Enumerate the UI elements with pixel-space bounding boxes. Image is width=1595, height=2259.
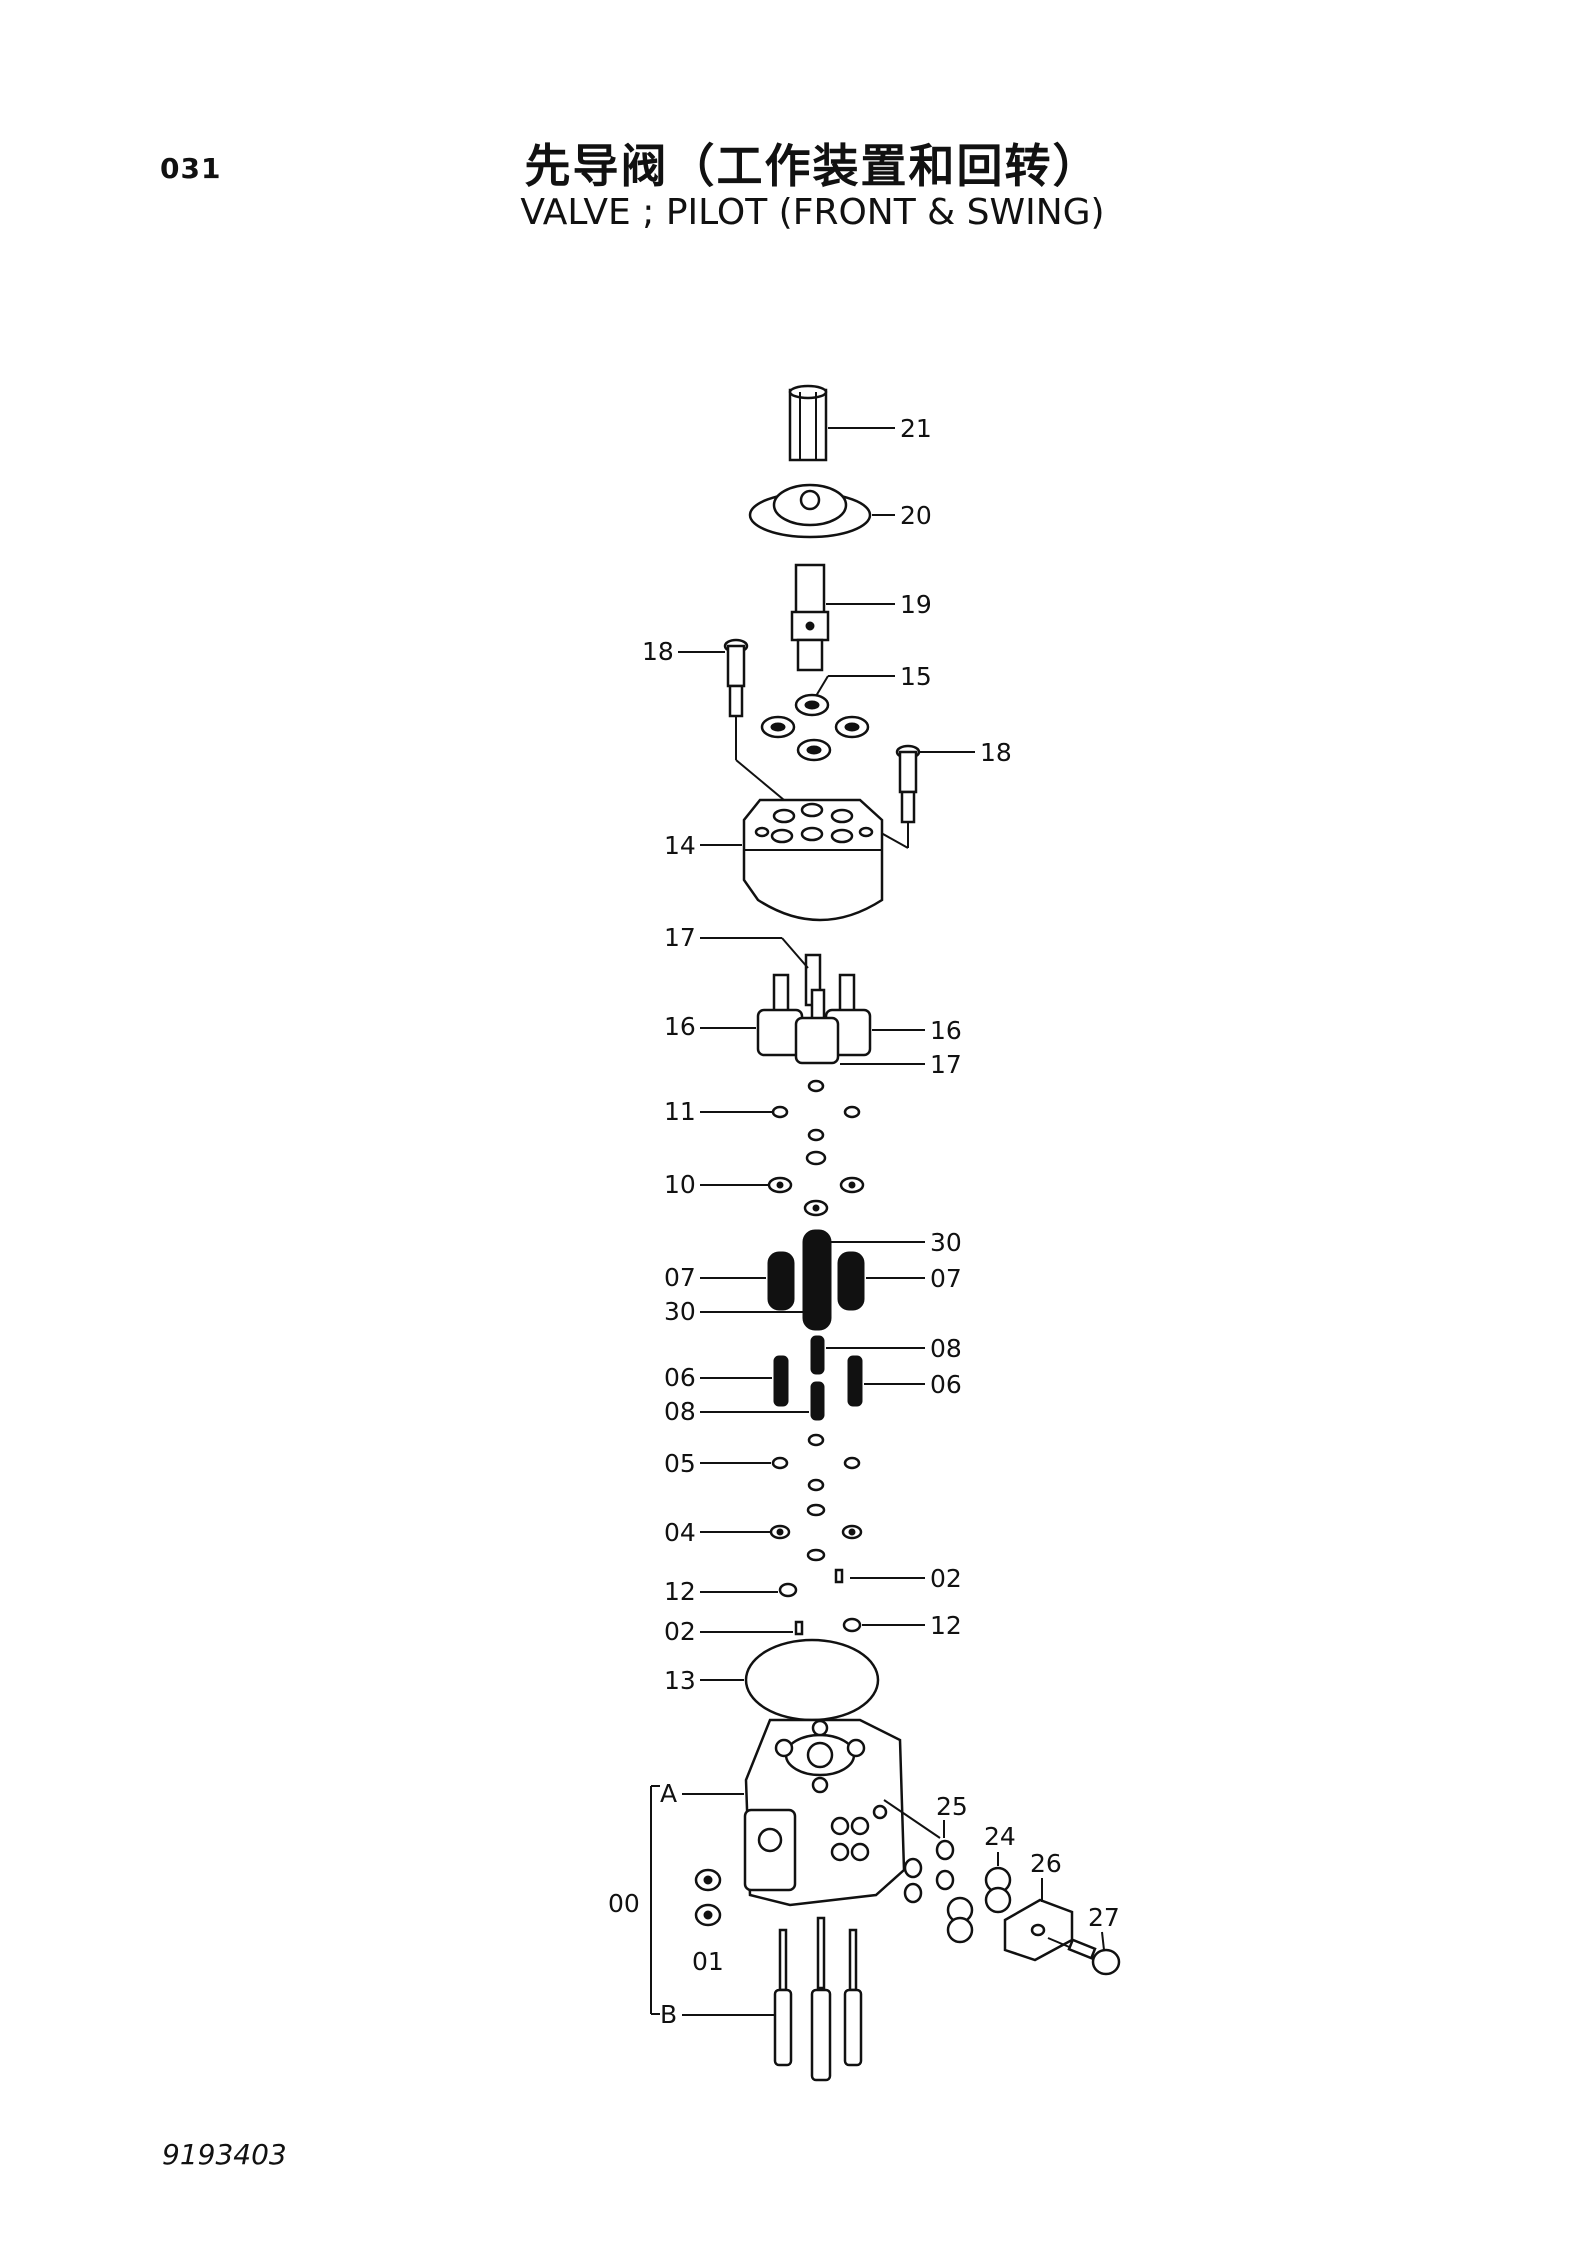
callout-07-left: 07 xyxy=(664,1263,696,1292)
callout-05: 05 xyxy=(664,1449,696,1478)
part-01-plugs xyxy=(694,1868,722,1927)
part-02-pins xyxy=(794,1568,844,1636)
callout-26: 26 xyxy=(1030,1849,1062,1878)
callout-02-right: 02 xyxy=(930,1564,962,1593)
callout-25: 25 xyxy=(936,1792,968,1821)
callout-27: 27 xyxy=(1088,1903,1120,1932)
callout-18-right: 18 xyxy=(980,738,1012,767)
callout-B: B xyxy=(660,2000,677,2029)
callout-06-left: 06 xyxy=(664,1363,696,1392)
part-10-spring-seats xyxy=(767,1150,865,1217)
callout-11: 11 xyxy=(664,1097,696,1126)
part-19-universal-joint xyxy=(790,563,830,672)
part-00-valve-body xyxy=(743,1718,906,1907)
document-code: 9193403 xyxy=(162,2138,287,2171)
part-05-washers xyxy=(771,1433,861,1492)
callout-14: 14 xyxy=(664,831,696,860)
part-20-boot xyxy=(748,483,872,539)
part-12-orings xyxy=(778,1582,862,1633)
part-14-casing xyxy=(742,798,884,922)
page-number: 031 xyxy=(160,152,222,185)
callout-06-right: 06 xyxy=(930,1370,962,1399)
part-26-plate xyxy=(1003,1898,1074,1962)
callout-21: 21 xyxy=(900,414,932,443)
callout-08-left: 08 xyxy=(664,1397,696,1426)
part-13-gasket xyxy=(744,1638,880,1722)
callout-17-top: 17 xyxy=(664,923,696,952)
callout-08-right: 08 xyxy=(930,1334,962,1363)
part-04-washers xyxy=(769,1503,863,1562)
callout-13: 13 xyxy=(664,1666,696,1695)
callout-30-right: 30 xyxy=(930,1228,962,1257)
callout-00: 00 xyxy=(608,1889,640,1918)
callout-16-right: 16 xyxy=(930,1016,962,1045)
part-27-bolt xyxy=(1047,1937,1121,1976)
part-16-17-pushers xyxy=(756,953,872,1065)
callout-24: 24 xyxy=(984,1822,1016,1851)
part-11-washers xyxy=(771,1079,861,1142)
callout-12-left: 12 xyxy=(664,1577,696,1606)
part-18-bolt-left xyxy=(723,638,749,718)
callout-19: 19 xyxy=(900,590,932,619)
part-25-orings xyxy=(903,1839,955,1904)
callout-A: A xyxy=(660,1779,677,1808)
part-06-08-springs xyxy=(773,1335,863,1421)
callout-15: 15 xyxy=(900,662,932,691)
callout-07-right: 07 xyxy=(930,1264,962,1293)
part-21-hex-socket xyxy=(788,384,828,462)
callout-17-bottom: 17 xyxy=(930,1050,962,1079)
part-07-30-springs xyxy=(767,1229,865,1331)
callout-01: 01 xyxy=(692,1947,724,1976)
callout-12-right: 12 xyxy=(930,1611,962,1640)
callout-10: 10 xyxy=(664,1170,696,1199)
callout-02-left: 02 xyxy=(664,1617,696,1646)
callout-16-left: 16 xyxy=(664,1012,696,1041)
title-english: VALVE ; PILOT (FRONT & SWING) xyxy=(520,192,1105,233)
part-24-plugs xyxy=(946,1866,1012,1944)
part-18-bolt-right xyxy=(895,744,921,824)
callout-20: 20 xyxy=(900,501,932,530)
part-15-seals xyxy=(760,693,870,762)
callout-04: 04 xyxy=(664,1518,696,1547)
title-chinese: 先导阀（工作装置和回转） xyxy=(524,139,1101,193)
part-B-spools xyxy=(773,1916,863,2082)
callout-30-left: 30 xyxy=(664,1297,696,1326)
callout-18-left: 18 xyxy=(642,637,674,666)
